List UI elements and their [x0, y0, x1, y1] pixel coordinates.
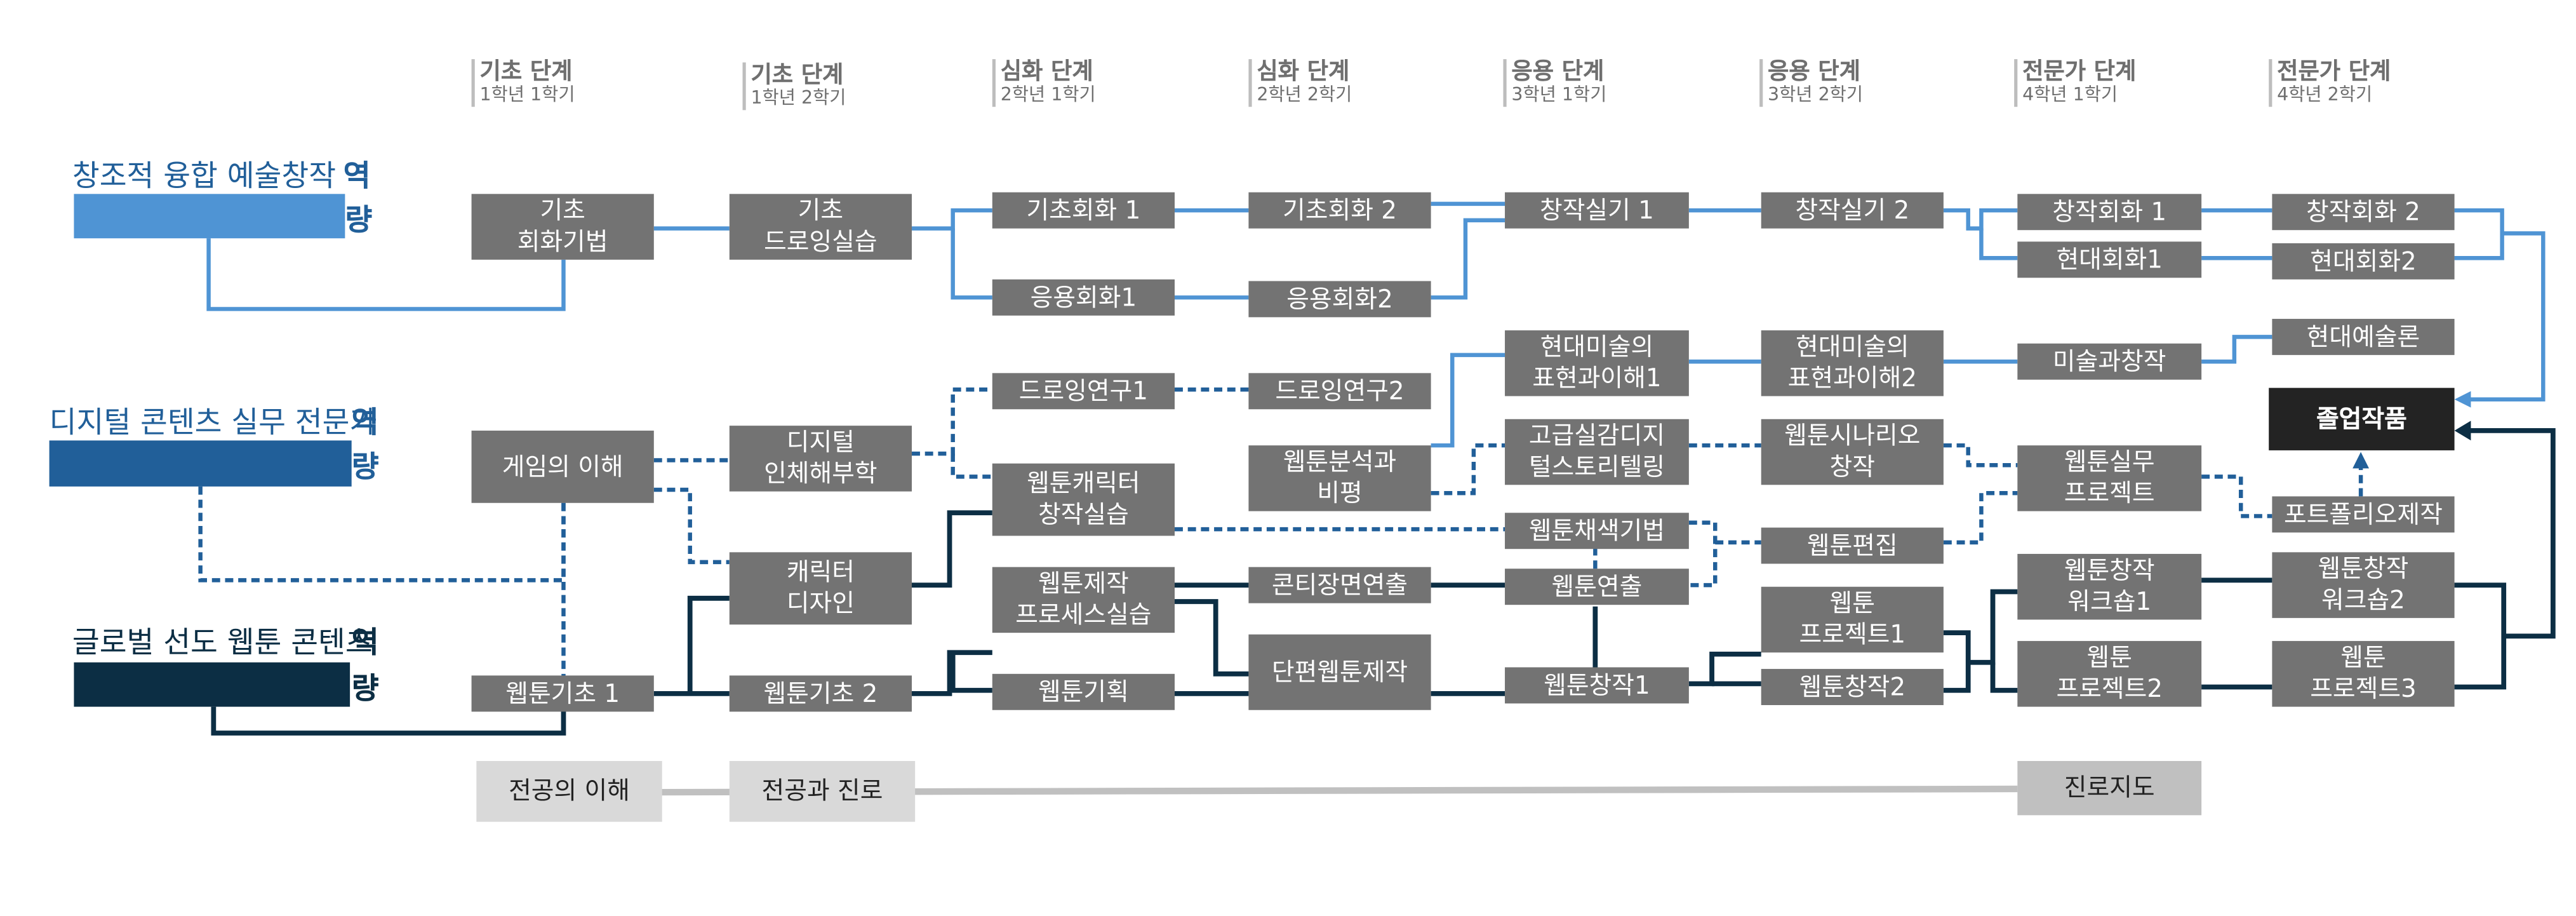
course-box[interactable]: 단편웹툰제작 — [1248, 634, 1431, 710]
course-box[interactable]: 현대미술의 표현과이해1 — [1505, 330, 1689, 396]
course-box[interactable]: 고급실감디지 털스토리텔링 — [1505, 419, 1689, 485]
course-box[interactable]: 웹툰창작 워크숍1 — [2017, 553, 2202, 620]
course-box[interactable]: 웹툰채색기법 — [1505, 513, 1689, 549]
course-box[interactable]: 캐릭터 디자인 — [729, 552, 912, 625]
course-box[interactable]: 현대회화1 — [2017, 241, 2202, 278]
course-box[interactable]: 콘티장면연출 — [1248, 567, 1431, 603]
course-box[interactable]: 응용회화2 — [1248, 281, 1431, 318]
course-box[interactable]: 웹툰기획 — [992, 673, 1175, 710]
arrow-head — [2454, 421, 2471, 441]
course-box[interactable]: 창작실기 2 — [1761, 192, 1944, 229]
course-box[interactable]: 현대회화2 — [2272, 243, 2455, 280]
course-box[interactable]: 창작회화 1 — [2017, 194, 2202, 231]
career-box[interactable]: 전공의 이해 — [476, 760, 662, 822]
art-track-lines — [206, 201, 2546, 448]
course-box[interactable]: 웹툰 프로젝트1 — [1761, 586, 1944, 653]
course-box[interactable]: 웹툰제작 프로세스실습 — [992, 567, 1175, 633]
webtoon-track-lines — [211, 428, 2556, 736]
course-box[interactable]: 웹툰기초 2 — [729, 675, 912, 712]
course-box[interactable]: 웹툰실무 프로젝트 — [2017, 445, 2202, 511]
career-box[interactable]: 전공과 진로 — [729, 760, 916, 822]
course-box[interactable]: 웹툰창작 워크숍2 — [2272, 552, 2455, 618]
course-box[interactable]: 기초 회화기법 — [471, 194, 654, 260]
course-box[interactable]: 웹툰기초 1 — [471, 675, 654, 712]
course-box[interactable]: 웹툰창작2 — [1761, 669, 1944, 705]
course-box[interactable]: 웹툰캐릭터 창작실습 — [992, 463, 1175, 536]
competency-bar — [49, 440, 352, 487]
course-box[interactable]: 웹툰편집 — [1761, 527, 1944, 564]
competency-bar — [74, 194, 345, 239]
digital-track-lines — [198, 387, 2363, 678]
course-box[interactable]: 기초회화 2 — [1248, 192, 1431, 229]
arrow-head — [2352, 452, 2370, 469]
course-box[interactable]: 창작회화 2 — [2272, 194, 2455, 231]
graduation-project-box[interactable]: 졸업작품 — [2269, 387, 2455, 450]
course-box[interactable]: 현대미술의 표현과이해2 — [1761, 330, 1944, 396]
course-box[interactable]: 게임의 이해 — [471, 430, 654, 503]
course-box[interactable]: 디지털 인체해부학 — [729, 426, 912, 492]
course-box[interactable]: 웹툰창작1 — [1505, 667, 1689, 704]
course-box[interactable]: 포트폴리오제작 — [2272, 496, 2455, 533]
arrow-head — [2454, 391, 2471, 408]
course-box[interactable]: 웹툰 프로젝트2 — [2017, 641, 2202, 707]
course-box[interactable]: 웹툰시나리오 창작 — [1761, 419, 1944, 485]
course-box[interactable]: 창작실기 1 — [1505, 192, 1689, 229]
course-box[interactable]: 드로잉연구2 — [1248, 373, 1431, 410]
course-box[interactable]: 웹툰분석과 비평 — [1248, 445, 1431, 511]
course-box[interactable]: 웹툰연출 — [1505, 569, 1689, 605]
course-box[interactable]: 응용회화1 — [992, 279, 1175, 316]
course-box[interactable]: 기초 드로잉실습 — [729, 194, 912, 260]
competency-bar — [74, 662, 350, 707]
career-box[interactable]: 진로지도 — [2017, 760, 2202, 816]
course-box[interactable]: 웹툰 프로젝트3 — [2272, 641, 2455, 707]
course-box[interactable]: 드로잉연구1 — [992, 373, 1175, 410]
course-box[interactable]: 미술과창작 — [2017, 343, 2202, 380]
course-box[interactable]: 기초회화 1 — [992, 192, 1175, 229]
course-box[interactable]: 현대예술론 — [2272, 318, 2455, 355]
